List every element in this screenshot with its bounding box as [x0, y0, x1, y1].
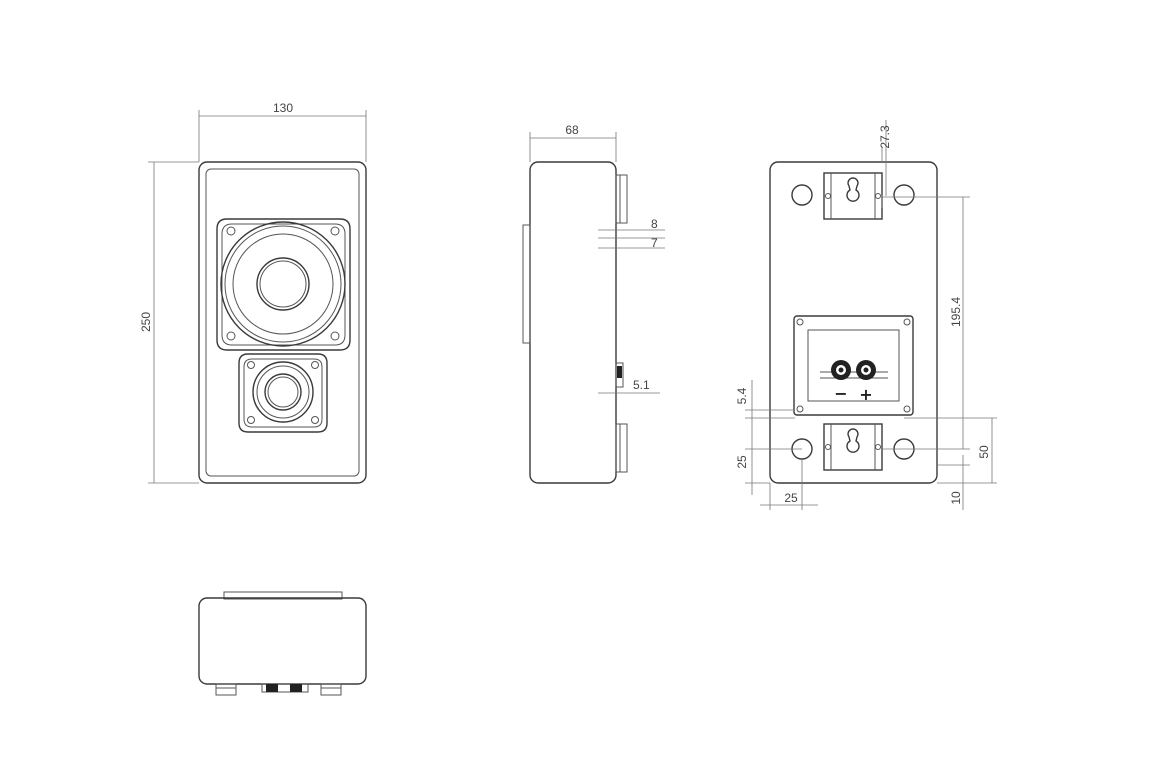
tweeter-ring: [252, 361, 314, 423]
dim-front-height: 250: [139, 312, 153, 332]
rear-cabinet: [769, 161, 938, 484]
woofer-screws: [226, 226, 340, 341]
side-view: 68 8 7 5.1: [522, 123, 665, 484]
front-baffle: [205, 168, 360, 477]
dim-front-width: 130: [273, 101, 293, 115]
woofer-cone: [232, 233, 334, 335]
terminal-plate: − +: [793, 315, 914, 416]
terminal-negative: [831, 360, 851, 380]
front-view: 130 250: [139, 101, 367, 484]
rear-view: − + 27.3 195.4 5.4 25 25 50: [735, 120, 997, 510]
dim-rear-25-vertical: 25: [735, 455, 749, 469]
woofer-frame: [216, 218, 351, 351]
keyhole-bracket-top: [823, 172, 883, 220]
side-bracket-bottom: [615, 423, 628, 473]
tweeter-dome: [264, 373, 302, 411]
tweeter-frame: [238, 353, 328, 433]
dim-rear-hole-spacing: 195.4: [949, 297, 963, 327]
woofer-dust-cap: [256, 257, 310, 311]
bottom-view: [198, 591, 367, 696]
dim-side-5-1: 5.1: [633, 378, 650, 392]
bottom-terminals: [261, 683, 309, 693]
dim-rear-50: 50: [977, 445, 991, 459]
dim-rear-top-offset: 27.3: [878, 125, 892, 149]
dim-rear-25-horizontal: 25: [784, 491, 798, 505]
side-bracket-top: [615, 174, 628, 224]
dim-rear-10: 10: [949, 491, 963, 505]
bottom-feet: [215, 683, 342, 696]
terminal-plus-label: +: [859, 385, 872, 404]
terminal-minus-label: −: [834, 384, 847, 403]
dim-side-7: 7: [651, 236, 658, 250]
dim-side-8: 8: [651, 217, 658, 231]
dim-side-depth: 68: [565, 123, 579, 137]
woofer-surround: [220, 221, 346, 347]
dim-rear-5-4: 5.4: [735, 387, 749, 404]
rear-holes: [791, 184, 915, 460]
side-terminal: [615, 362, 624, 388]
keyhole-bracket-bottom: [823, 423, 883, 471]
side-grille-strip: [522, 224, 531, 344]
front-cabinet: [198, 161, 367, 484]
bottom-cabinet: [198, 597, 367, 685]
terminal-positive: [856, 360, 876, 380]
side-cabinet: [529, 161, 617, 484]
tweeter-screws: [247, 361, 319, 424]
bottom-top-strip: [223, 591, 343, 600]
